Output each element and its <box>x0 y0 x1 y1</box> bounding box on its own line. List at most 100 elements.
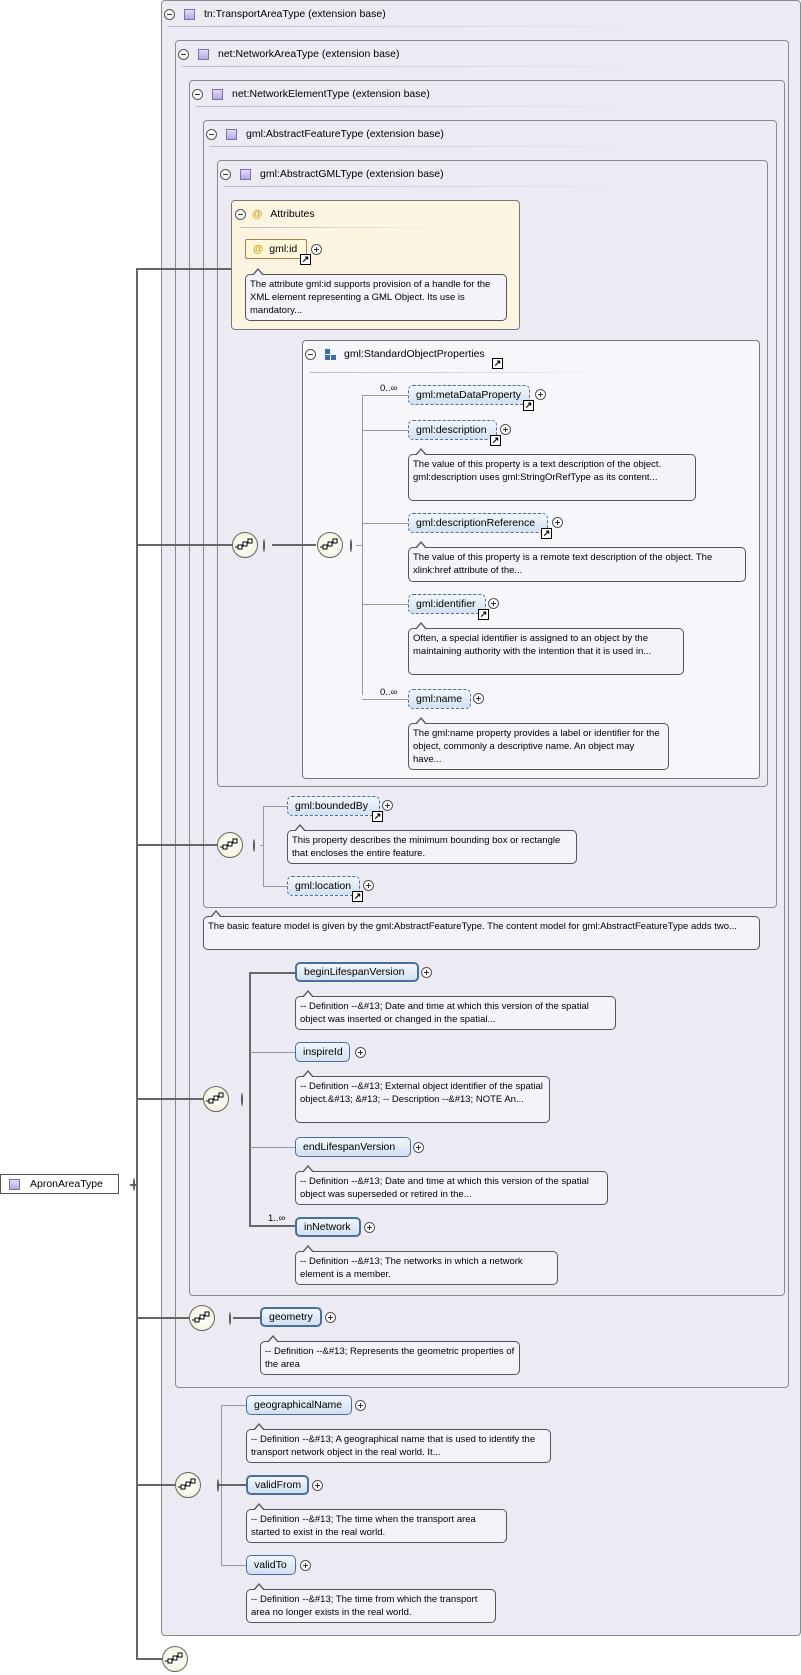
expand-icon[interactable] <box>364 1222 375 1233</box>
element-label: gml:descriptionReference <box>416 517 536 529</box>
expand-icon[interactable] <box>325 1312 336 1323</box>
group-label: gml:StandardObjectProperties <box>344 348 485 360</box>
expand-icon[interactable] <box>413 1142 424 1153</box>
link-arrow-icon[interactable]: ↗ <box>372 811 383 822</box>
divider <box>310 372 630 373</box>
connector <box>137 1098 203 1100</box>
link-arrow-icon[interactable]: ↗ <box>541 528 552 539</box>
connector <box>221 1405 246 1406</box>
divider <box>168 26 668 27</box>
collapse-icon[interactable] <box>133 1178 135 1191</box>
element-gml-description[interactable]: gml:description <box>408 420 497 440</box>
connector <box>233 1317 260 1319</box>
collapse-icon[interactable] <box>164 8 175 20</box>
collapse-icon[interactable] <box>229 1312 231 1325</box>
sequence-compositor-icon[interactable] <box>175 1472 201 1498</box>
type-label: gml:AbstractFeatureType (extension base) <box>246 128 444 140</box>
element-validfrom[interactable]: validFrom <box>246 1475 309 1495</box>
expand-icon[interactable] <box>488 598 499 609</box>
link-arrow-icon[interactable]: ↗ <box>490 435 501 446</box>
expand-icon[interactable] <box>552 517 563 528</box>
sequence-compositor-icon[interactable] <box>162 1646 188 1672</box>
attributes-header: @ Attributes <box>235 208 315 220</box>
divider <box>224 186 644 187</box>
type-label: tn:TransportAreaType (extension base) <box>204 8 386 20</box>
element-innetwork[interactable]: inNetwork <box>295 1217 361 1237</box>
element-label: inNetwork <box>304 1221 351 1233</box>
attribute-gml-id-note: The attribute gml:id supports provision … <box>245 268 507 321</box>
element-gml-metadataproperty[interactable]: gml:metaDataProperty <box>408 385 530 405</box>
expand-icon[interactable] <box>382 800 393 811</box>
validfrom-note: -- Definition --&#13; The time when the … <box>246 1503 507 1543</box>
connector <box>136 268 231 270</box>
complex-type-icon <box>198 48 209 60</box>
link-arrow-icon[interactable]: ↗ <box>478 609 489 620</box>
main-sequence-line <box>136 268 138 1659</box>
collapse-icon[interactable] <box>350 539 352 552</box>
collapse-icon[interactable] <box>217 1479 219 1492</box>
link-arrow-icon[interactable]: ↗ <box>523 400 534 411</box>
element-label: beginLifespanVersion <box>304 966 405 978</box>
element-gml-identifier[interactable]: gml:identifier <box>408 594 486 614</box>
expand-icon[interactable] <box>300 1560 311 1571</box>
collapse-icon[interactable] <box>192 88 203 100</box>
connector <box>263 886 287 887</box>
collapse-icon[interactable] <box>305 348 316 360</box>
attribute-at-icon: @ <box>253 243 264 255</box>
expand-icon[interactable] <box>421 967 432 978</box>
element-gml-boundedby[interactable]: gml:boundedBy <box>287 796 380 816</box>
collapse-icon[interactable] <box>235 208 246 220</box>
collapse-icon[interactable] <box>220 168 231 180</box>
collapse-icon[interactable] <box>263 539 265 552</box>
attribute-label: gml:id <box>269 243 298 255</box>
element-gml-descriptionreference[interactable]: gml:descriptionReference <box>408 513 548 533</box>
element-geographicalname[interactable]: geographicalName <box>246 1395 352 1415</box>
element-validto[interactable]: validTo <box>246 1555 296 1575</box>
expand-icon[interactable] <box>363 880 374 891</box>
collapse-icon[interactable] <box>178 48 189 60</box>
sequence-compositor-icon[interactable] <box>317 532 343 558</box>
element-label: geographicalName <box>254 1399 343 1411</box>
expand-icon[interactable] <box>311 244 322 255</box>
expand-icon[interactable] <box>500 424 511 435</box>
connector <box>362 604 408 605</box>
sequence-compositor-icon[interactable] <box>189 1305 215 1331</box>
innetwork-note: -- Definition --&#13; The networks in wh… <box>295 1245 558 1285</box>
complex-type-icon <box>240 168 251 180</box>
collapse-icon[interactable] <box>253 839 255 852</box>
description-note: The value of this property is a text des… <box>408 448 696 501</box>
abstract-feature-type-note: The basic feature model is given by the … <box>203 910 760 950</box>
element-gml-location[interactable]: gml:location <box>287 876 360 896</box>
connector <box>136 544 232 546</box>
link-arrow-icon[interactable]: ↗ <box>492 358 503 369</box>
expand-icon[interactable] <box>473 693 484 704</box>
expand-icon[interactable] <box>535 389 546 400</box>
attributes-label: Attributes <box>270 208 315 220</box>
element-inspireid[interactable]: inspireId <box>295 1042 350 1062</box>
element-endlifespanversion[interactable]: endLifespanVersion <box>295 1137 411 1157</box>
standard-object-properties-header: gml:StandardObjectProperties <box>305 348 485 360</box>
complex-type-icon <box>226 128 237 140</box>
connector <box>250 1147 295 1148</box>
element-label: gml:boundedBy <box>295 800 368 812</box>
collapse-icon[interactable] <box>206 128 217 140</box>
element-gml-name[interactable]: gml:name <box>408 689 471 709</box>
link-arrow-icon[interactable]: ↗ <box>352 891 363 902</box>
expand-icon[interactable] <box>355 1047 366 1058</box>
connector <box>137 844 217 846</box>
sequence-compositor-icon[interactable] <box>232 532 258 558</box>
expand-icon[interactable] <box>355 1400 366 1411</box>
element-beginlifespanversion[interactable]: beginLifespanVersion <box>295 962 419 982</box>
link-arrow-icon[interactable]: ↗ <box>300 254 311 265</box>
element-geometry[interactable]: geometry <box>260 1307 322 1327</box>
element-label: gml:metaDataProperty <box>416 389 522 401</box>
sequence-compositor-icon[interactable] <box>203 1086 229 1112</box>
collapse-icon[interactable] <box>241 1093 243 1106</box>
expand-icon[interactable] <box>312 1480 323 1491</box>
attribute-gml-id[interactable]: @ gml:id <box>245 239 307 259</box>
connector <box>362 523 408 524</box>
connector <box>362 395 408 396</box>
element-label: gml:location <box>295 880 352 892</box>
sequence-compositor-icon[interactable] <box>217 832 243 858</box>
root-type-apronareatype[interactable]: ApronAreaType <box>0 1174 119 1194</box>
